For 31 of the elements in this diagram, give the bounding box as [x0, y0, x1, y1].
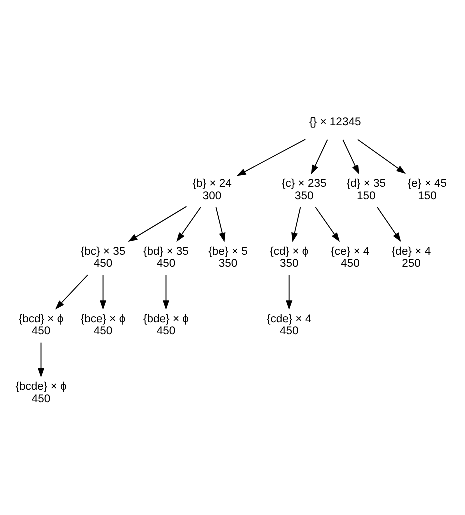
node-text: {bce} × ϕ 450 [80, 312, 126, 338]
node-text: {bc} × 35 450 [80, 245, 126, 270]
node-text: {de} × 4 250 [392, 245, 432, 270]
node-text: {} × 12345 [310, 116, 362, 128]
node-text: {bcd} × ϕ 450 [18, 312, 64, 338]
arrow [100, 274, 107, 310]
node-text: {b} × 24 300 [192, 178, 232, 202]
arrow [342, 138, 360, 174]
node-text: {cd} × ϕ 350 [270, 245, 309, 270]
arrow [286, 274, 293, 310]
arrow [292, 206, 302, 242]
arrow [357, 138, 406, 174]
arrow [176, 206, 202, 242]
arrow [315, 206, 340, 242]
node-text: {ce} × 4 450 [331, 245, 370, 270]
arrow [128, 206, 188, 242]
arrow [55, 274, 88, 310]
node-text: {cde} × 4 450 [266, 312, 312, 338]
arrow [162, 274, 170, 310]
node-text: {d} × 35 150 [346, 178, 386, 202]
node-text: {bcde} × ϕ 450 [16, 380, 67, 405]
arrow [236, 138, 306, 176]
arrow [216, 206, 226, 242]
node-text: {bde} × ϕ 450 [144, 312, 189, 338]
arrow [38, 342, 45, 378]
arrow [311, 138, 328, 174]
arrow [377, 206, 402, 242]
node-text: {be} × 5 350 [208, 245, 248, 270]
node-text: {e} × 45 150 [408, 178, 448, 202]
node-text: {c} × 235 350 [282, 178, 327, 202]
node-text: {bd} × 35 450 [144, 245, 189, 270]
